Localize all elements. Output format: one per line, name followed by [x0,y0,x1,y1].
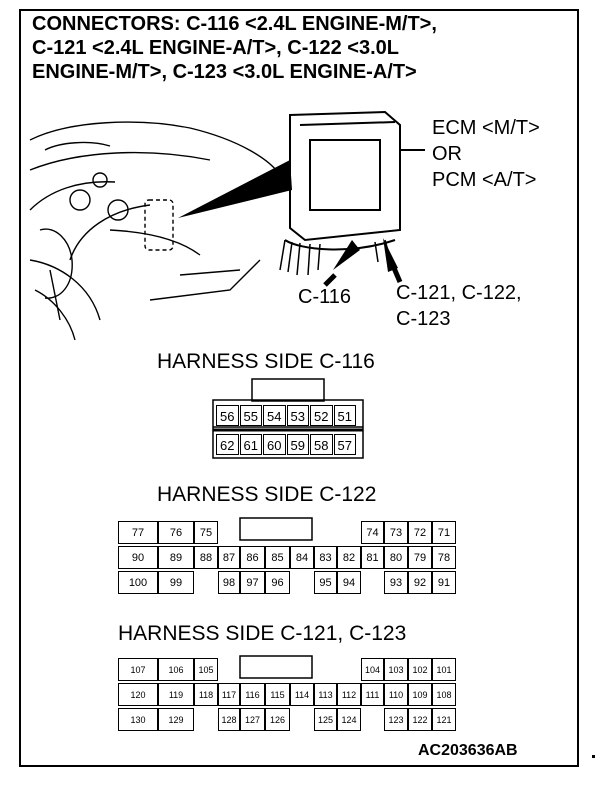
pin-cell: 108 [432,683,456,706]
pin-cell: 85 [265,546,290,569]
pin-cell: 128 [218,708,240,731]
callout-c116: C-116 [298,286,351,308]
pin-cell: 58 [310,434,333,455]
pin-cell: 51 [333,405,356,426]
pin-cell: 73 [384,521,408,544]
pin-cell: 117 [218,683,240,706]
ecm-label-line-3: PCM <A/T> [432,169,537,191]
title-line-2: C-121 <2.4L ENGINE-A/T>, C-122 <3.0L [32,37,400,59]
pin-cell: 94 [337,571,361,594]
speck [592,755,595,758]
pin-cell: 129 [158,708,194,731]
pin-cell: 107 [118,658,158,681]
pin-cell: 121 [432,708,456,731]
pin-cell: 52 [310,405,333,426]
pin-cell: 125 [314,708,337,731]
pin-cell: 87 [218,546,240,569]
pin-cell: 88 [194,546,218,569]
pin-cell: 104 [361,658,384,681]
pin-cell: 90 [118,546,158,569]
pin-cell: 82 [337,546,361,569]
diagram-frame [19,9,579,767]
header-c116: HARNESS SIDE C-116 [157,350,375,373]
pin-cell: 102 [408,658,432,681]
pin-cell: 120 [118,683,158,706]
pin-cell: 98 [218,571,240,594]
pin-cell: 74 [361,521,384,544]
pin-cell: 99 [158,571,194,594]
pin-cell: 72 [408,521,432,544]
pin-cell: 123 [384,708,408,731]
callout-c121-line1: C-121, C-122, [396,282,522,304]
pin-cell: 62 [216,434,239,455]
pin-cell: 61 [239,434,262,455]
title-line-3: ENGINE-M/T>, C-123 <3.0L ENGINE-A/T> [32,61,417,83]
pin-cell: 116 [240,683,265,706]
pin-cell: 89 [158,546,194,569]
figure-code: AC203636AB [418,742,518,759]
pin-cell: 83 [314,546,337,569]
pin-cell: 105 [194,658,218,681]
pin-cell: 95 [314,571,337,594]
pin-cell: 81 [361,546,384,569]
pin-cell: 106 [158,658,194,681]
pin-cell: 59 [286,434,309,455]
pin-cell: 124 [337,708,361,731]
pin-cell: 60 [263,434,286,455]
pin-cell: 57 [333,434,356,455]
pin-cell: 86 [240,546,265,569]
pin-cell: 71 [432,521,456,544]
pin-cell: 79 [408,546,432,569]
pin-cell: 122 [408,708,432,731]
pin-cell: 97 [240,571,265,594]
pin-cell: 101 [432,658,456,681]
pin-cell: 115 [265,683,290,706]
pin-cell: 54 [263,405,286,426]
pin-cell: 77 [118,521,158,544]
pin-cell: 78 [432,546,456,569]
header-c121: HARNESS SIDE C-121, C-123 [118,622,407,645]
pin-cell: 118 [194,683,218,706]
pin-cell: 109 [408,683,432,706]
pin-cell: 130 [118,708,158,731]
ecm-label-line-1: ECM <M/T> [432,117,540,139]
pin-cell: 112 [337,683,361,706]
pin-cell: 127 [240,708,265,731]
pin-cell: 91 [432,571,456,594]
pin-cell: 55 [239,405,262,426]
pin-cell: 93 [384,571,408,594]
pin-cell: 119 [158,683,194,706]
pin-cell: 126 [265,708,290,731]
header-c122: HARNESS SIDE C-122 [157,483,377,506]
pin-cell: 103 [384,658,408,681]
connector-title: CONNECTORS: C-116 <2.4L ENGINE-M/T>, C-1… [32,12,577,84]
pin-cell: 113 [314,683,337,706]
callout-c121-line2: C-123 [396,308,451,330]
pin-cell: 111 [361,683,384,706]
pin-cell: 75 [194,521,218,544]
pin-cell: 80 [384,546,408,569]
pin-cell: 100 [118,571,158,594]
pin-cell: 114 [290,683,314,706]
pin-cell: 92 [408,571,432,594]
title-line-1: CONNECTORS: C-116 <2.4L ENGINE-M/T>, [32,13,437,35]
ecm-label-line-2: OR [432,143,462,165]
pin-cell: 76 [158,521,194,544]
pin-cell: 96 [265,571,290,594]
pin-cell: 53 [286,405,309,426]
pin-cell: 56 [216,405,239,426]
pin-cell: 110 [384,683,408,706]
pin-cell: 84 [290,546,314,569]
